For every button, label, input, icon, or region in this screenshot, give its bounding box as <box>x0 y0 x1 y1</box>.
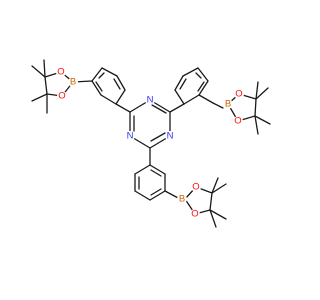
boron-label-left: B <box>70 77 76 88</box>
oxygen-label-right-upper: O <box>235 89 242 100</box>
oxygen-label-left-upper: O <box>57 67 64 78</box>
oxygen-label-bottom-upper: O <box>192 182 199 193</box>
nitrogen-label-left: N <box>127 131 134 142</box>
structure-canvas: N N N B O O B O O B O O <box>31 59 271 228</box>
atom-labels: N N N B O O B O O B O O <box>56 67 244 220</box>
oxygen-label-left-lower: O <box>58 91 65 102</box>
oxygen-label-right-lower: O <box>234 116 241 127</box>
molecule-diagram: N N N B O O B O O B O O <box>31 59 271 228</box>
phenyl-upper-left <box>72 67 126 105</box>
oxygen-label-bottom-lower: O <box>191 209 198 220</box>
boron-label-bottom: B <box>179 194 185 205</box>
boron-label-right: B <box>225 99 231 110</box>
pinacol-boronate-bottom <box>184 177 227 228</box>
nitrogen-label-top: N <box>147 95 154 106</box>
triazine-ring <box>129 99 171 149</box>
pinacol-boronate-left <box>31 59 74 114</box>
phenyl-upper-right <box>174 67 224 109</box>
linker-bonds <box>115 103 185 166</box>
nitrogen-label-right: N <box>167 131 174 142</box>
phenyl-bottom <box>134 164 181 201</box>
